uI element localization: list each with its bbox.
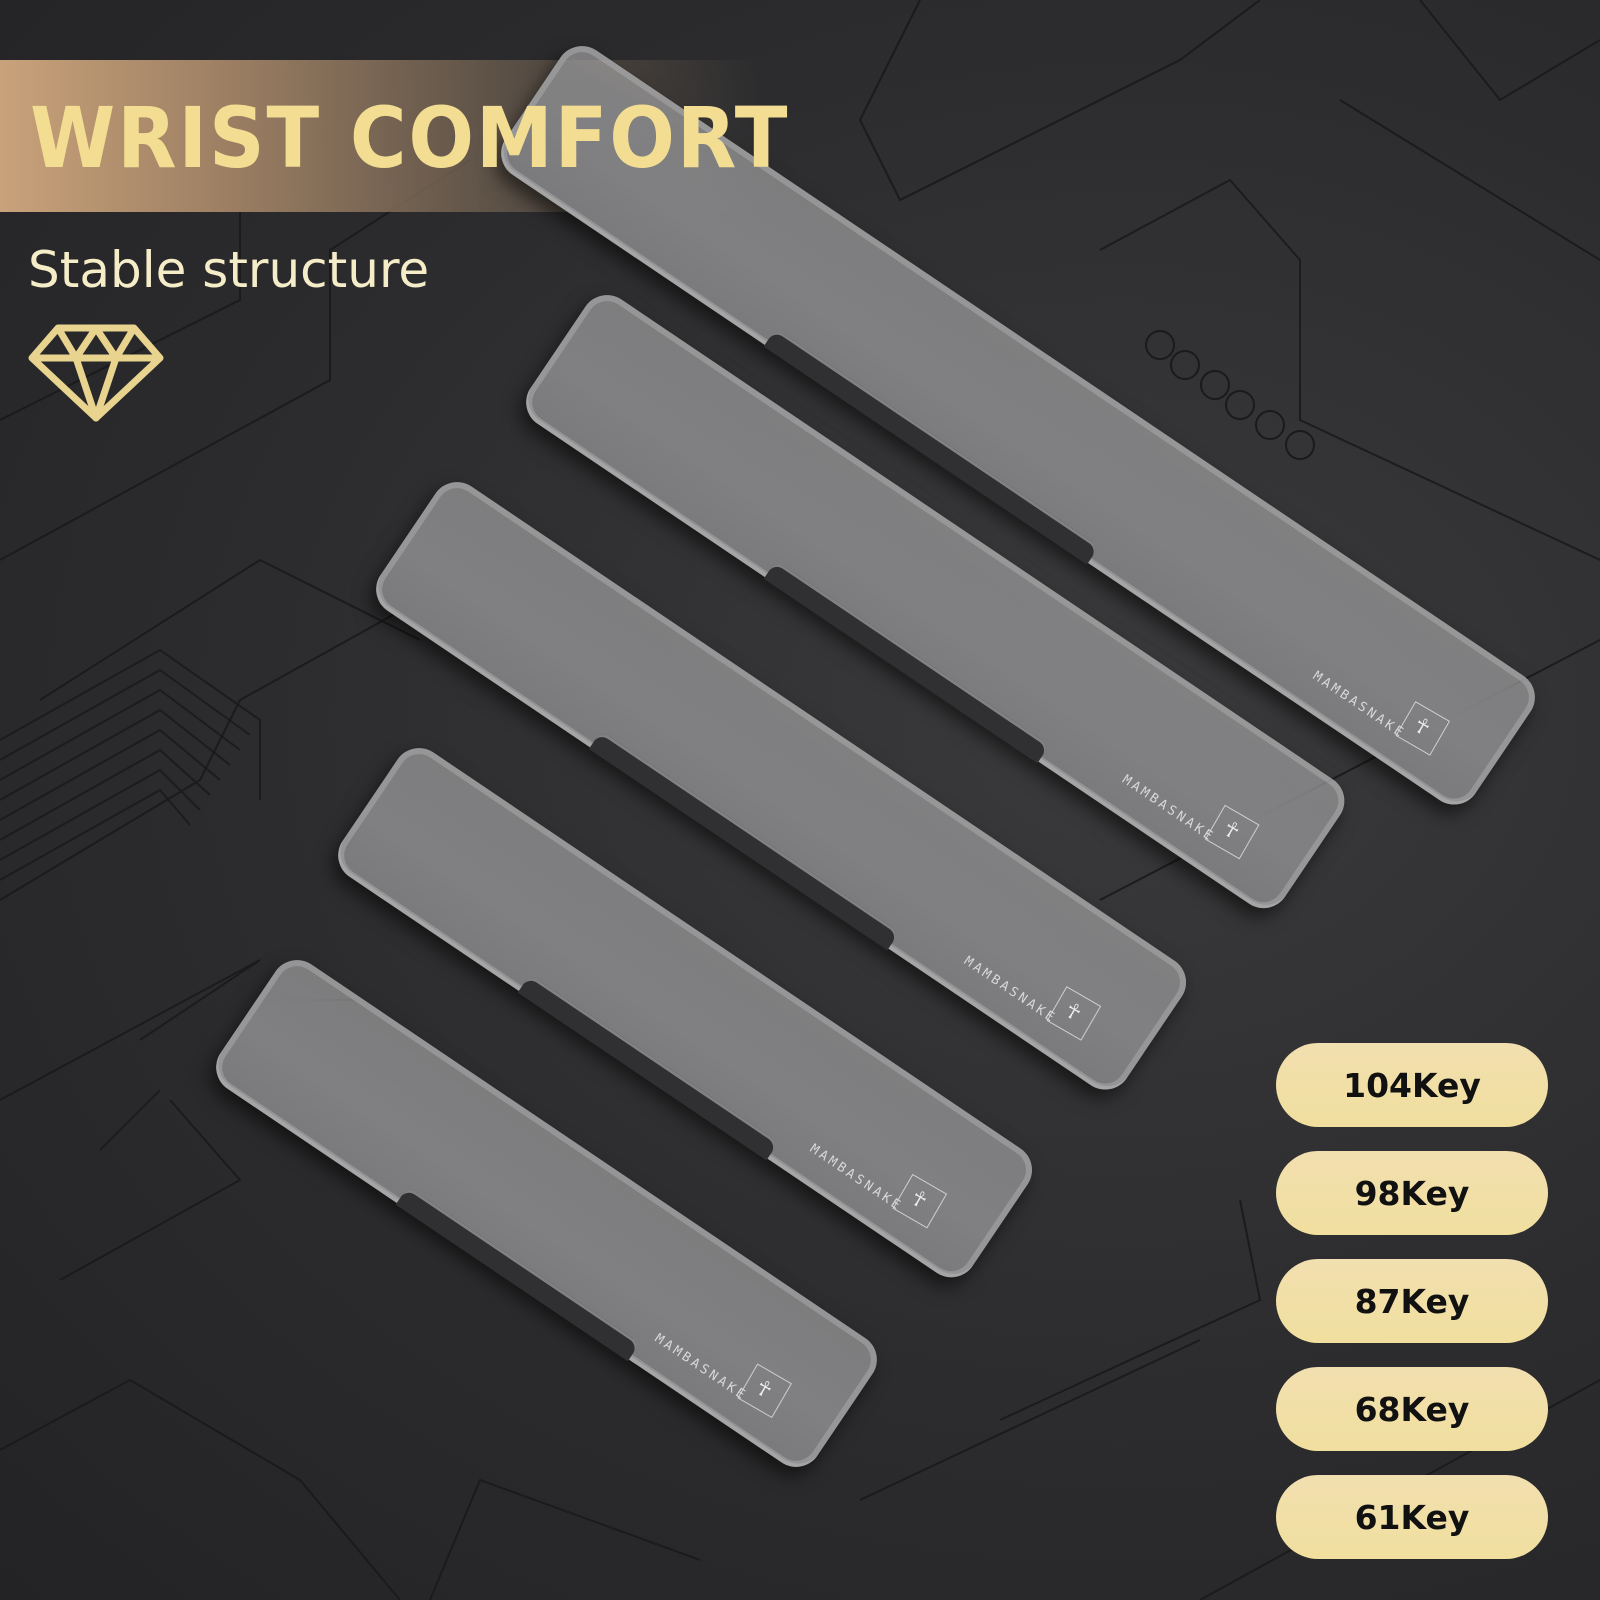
diamond-icon: [28, 324, 164, 422]
size-pill-104key: 104Key: [1276, 1043, 1548, 1127]
page-title: WRIST COMFORT: [30, 89, 790, 187]
page-subtitle: Stable structure: [28, 241, 430, 299]
size-pill-98key: 98Key: [1276, 1151, 1548, 1235]
size-pill-68key: 68Key: [1276, 1367, 1548, 1451]
size-pill-87key: 87Key: [1276, 1259, 1548, 1343]
size-pill-61key: 61Key: [1276, 1475, 1548, 1559]
